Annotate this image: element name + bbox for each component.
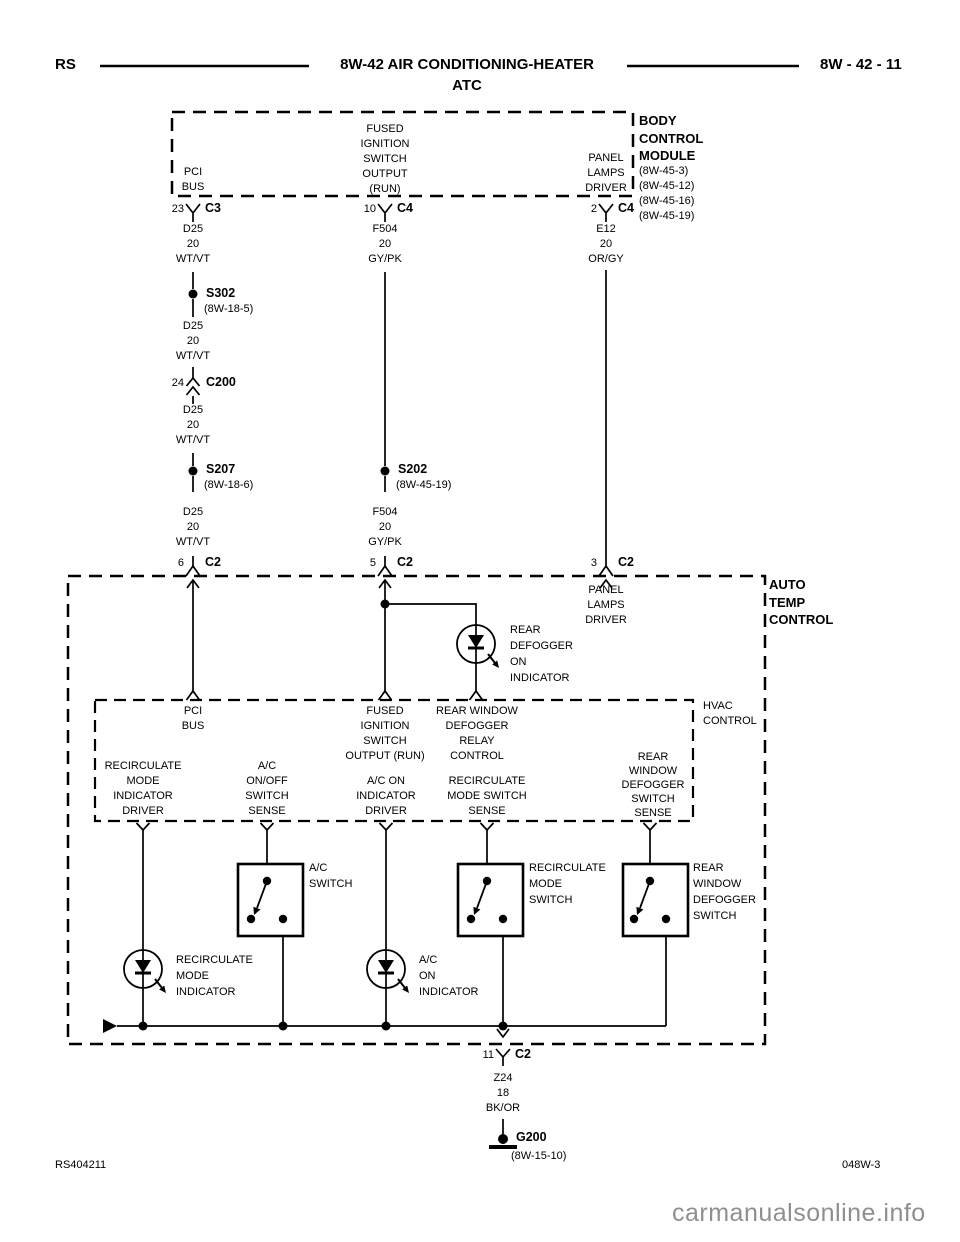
connector-c4-2-symbol <box>598 203 614 222</box>
connector-c4-10-symbol <box>377 203 393 222</box>
wire-fused-into-hvac <box>377 580 393 701</box>
footer-drawing-number: RS404211 <box>55 1159 107 1171</box>
hvac-pin-rwd-relay-control: REAR WINDOW DEFOGGER RELAY CONTROL <box>436 705 518 762</box>
recirc-mode-switch-symbol <box>456 862 525 938</box>
connector-c3-pin: 23 <box>171 203 184 215</box>
rear-defogger-on-indicator-label: REAR DEFOGGER ON INDICATOR <box>510 624 573 684</box>
bcm-pin-pci-bus: PCI BUS <box>181 166 205 193</box>
connector-c200-name: C200 <box>206 375 236 389</box>
wire-ac-switch <box>266 830 284 1026</box>
wire-label-e12: E12 20 OR/GY <box>588 223 624 265</box>
header-code: RS <box>55 56 76 73</box>
splice-s202-ref: (8W-45-19) <box>396 479 452 491</box>
atc-pin-panel-lamps-driver: PANEL LAMPS DRIVER <box>585 584 627 626</box>
wire-pci-into-hvac <box>185 580 201 701</box>
wire-label-f504-2: F504 20 GY/PK <box>368 506 402 548</box>
ground-g200-name: G200 <box>516 1130 547 1144</box>
ground-bus <box>103 1019 666 1033</box>
ground-g200-symbol <box>489 1134 517 1149</box>
connector-c3-symbol <box>185 203 201 222</box>
hvac-pin-ac-on-indicator-driver: A/C ON INDICATOR DRIVER <box>356 775 416 817</box>
connector-c2-11-pin: 11 <box>482 1049 494 1061</box>
splice-s302-name: S302 <box>206 286 236 300</box>
hvac-label: HVAC CONTROL <box>703 700 757 727</box>
connector-c4-2-pin: 2 <box>590 203 597 215</box>
splice-s202-name: S202 <box>398 462 428 476</box>
wire-label-f504-1: F504 20 GY/PK <box>368 223 402 265</box>
bcm-label: BODY CONTROL MODULE <box>639 113 704 163</box>
bus-continuation-arrow <box>103 1019 117 1033</box>
bcm-refs: (8W-45-3) (8W-45-12) (8W-45-16) (8W-45-1… <box>639 165 695 222</box>
connector-c2-3-name: C2 <box>618 555 634 569</box>
footer-sheet-number: 048W-3 <box>842 1159 881 1171</box>
connector-c4-10-name: C4 <box>397 201 413 215</box>
rear-window-defogger-switch-symbol <box>621 862 690 938</box>
hvac-pin-rwd-switch-sense: REAR WINDOW DEFOGGER SWITCH SENSE <box>621 751 685 819</box>
connector-c3-name: C3 <box>205 201 221 215</box>
wire-defogger-switch <box>649 830 667 1026</box>
splice-s207-name: S207 <box>206 462 236 476</box>
recirc-mode-indicator-label: RECIRCULATE MODE INDICATOR <box>176 954 253 998</box>
splice-s207-ref: (8W-18-6) <box>204 479 254 491</box>
hvac-pin-pci-bus: PCI BUS <box>181 705 205 732</box>
connector-c4-10-pin: 10 <box>363 203 376 215</box>
connector-c2-11-symbol <box>495 1028 511 1066</box>
header-page-number: 8W - 42 - 11 <box>820 56 902 73</box>
connector-c2-3-symbol <box>598 556 614 589</box>
splice-s302-ref: (8W-18-5) <box>204 303 254 315</box>
bcm-pin-fused-ignition: FUSED IGNITION SWITCH OUTPUT (RUN) <box>360 123 410 195</box>
atc-box <box>66 574 767 1046</box>
splice-s302-dot <box>188 289 198 299</box>
connector-c2-5-pin: 5 <box>369 557 376 569</box>
connector-c2-11-name: C2 <box>515 1047 531 1061</box>
hvac-pin-ac-onoff-switch-sense: A/C ON/OFF SWITCH SENSE <box>245 760 289 817</box>
connector-c2-3-pin: 3 <box>590 557 597 569</box>
connector-c4-2-name: C4 <box>618 201 634 215</box>
splice-s202-dot <box>380 466 390 476</box>
header-title: 8W-42 AIR CONDITIONING-HEATER <box>340 56 594 73</box>
connector-c200-symbol <box>185 376 201 396</box>
ac-on-indicator-symbol <box>366 949 409 993</box>
header-subtitle: ATC <box>452 77 482 94</box>
hvac-box <box>93 698 695 823</box>
bcm-pin-panel-lamps: PANEL LAMPS DRIVER <box>585 152 627 194</box>
connector-c2-6-name: C2 <box>205 555 221 569</box>
wire-label-z24: Z24 18 BK/OR <box>485 1072 521 1114</box>
wire-label-d25-3: D25 20 WT/VT <box>175 404 211 446</box>
connector-c200-pin: 24 <box>171 377 184 389</box>
hvac-pin-recirc-switch-sense: RECIRCULATE MODE SWITCH SENSE <box>447 775 527 817</box>
wire-label-d25-4: D25 20 WT/VT <box>175 506 211 548</box>
rear-window-defogger-switch-label: REAR WINDOW DEFOGGER SWITCH <box>693 862 756 922</box>
ac-switch-symbol <box>236 862 305 938</box>
atc-label: AUTO TEMP CONTROL <box>769 577 834 627</box>
connector-c2-6-pin: 6 <box>177 557 184 569</box>
ground-g200-ref: (8W-15-10) <box>511 1150 567 1162</box>
connector-c2-5-symbol <box>377 556 393 589</box>
wire-label-d25-1: D25 20 WT/VT <box>175 223 211 265</box>
rear-defogger-on-indicator-symbol <box>456 624 499 668</box>
splice-s207-dot <box>188 466 198 476</box>
wire-defogger-branch <box>385 603 484 701</box>
connector-c2-5-name: C2 <box>397 555 413 569</box>
wire-label-d25-2: D25 20 WT/VT <box>175 320 211 362</box>
recirc-mode-switch-label: RECIRCULATE MODE SWITCH <box>529 862 606 906</box>
hvac-bottom-pins <box>135 822 658 831</box>
wire-recirc-switch <box>486 830 504 1030</box>
recirc-mode-indicator-symbol <box>123 949 166 993</box>
hvac-pin-recirc-indicator-driver: RECIRCULATE MODE INDICATOR DRIVER <box>104 760 182 817</box>
watermark: carmanualsonline.info <box>672 1199 926 1227</box>
ac-on-indicator-label: A/C ON INDICATOR <box>419 954 479 998</box>
ac-switch-label: A/C SWITCH <box>309 862 353 890</box>
hvac-pin-fused-ignition: FUSED IGNITION SWITCH OUTPUT (RUN) <box>345 705 425 762</box>
